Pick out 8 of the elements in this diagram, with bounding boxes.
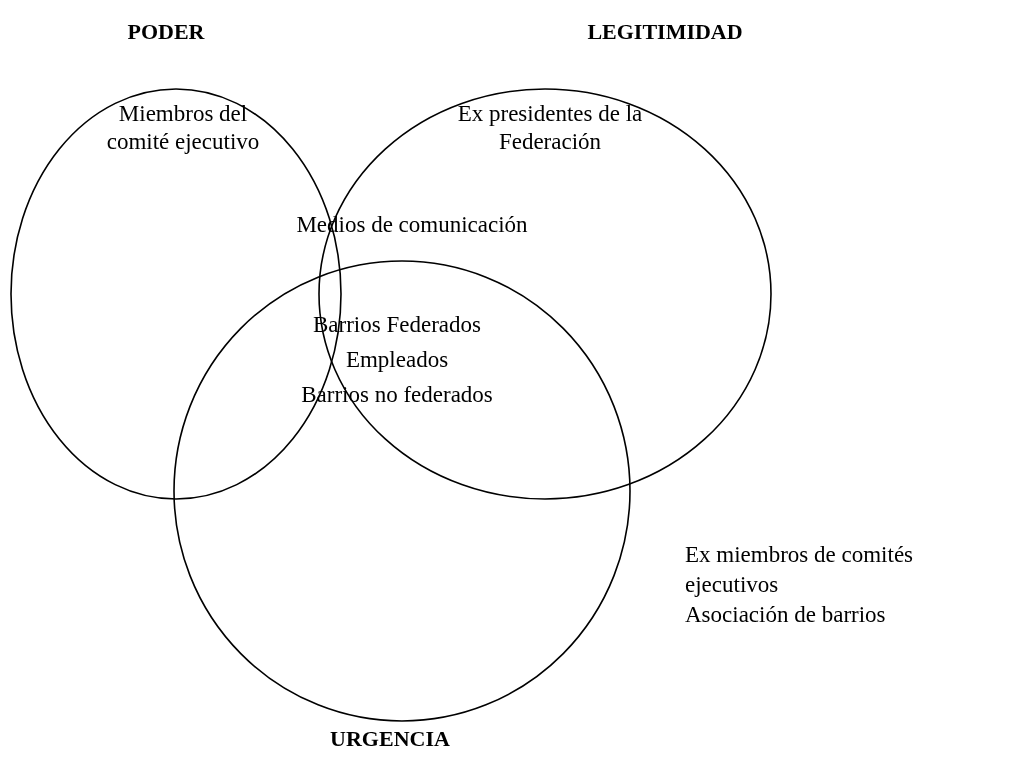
region-label: Empleados: [344, 346, 450, 374]
circle-title: URGENCIA: [329, 725, 451, 753]
region-label: Miembros del comité ejecutivo: [105, 100, 261, 156]
region-label: Asociación de barrios: [685, 601, 887, 629]
region-label: Ex miembros de comités ejecutivos: [685, 541, 915, 599]
region-label: Ex presidentes de la Federación: [456, 100, 644, 156]
circle-title: PODER: [126, 18, 206, 46]
circle-title: LEGITIMIDAD: [586, 18, 744, 46]
